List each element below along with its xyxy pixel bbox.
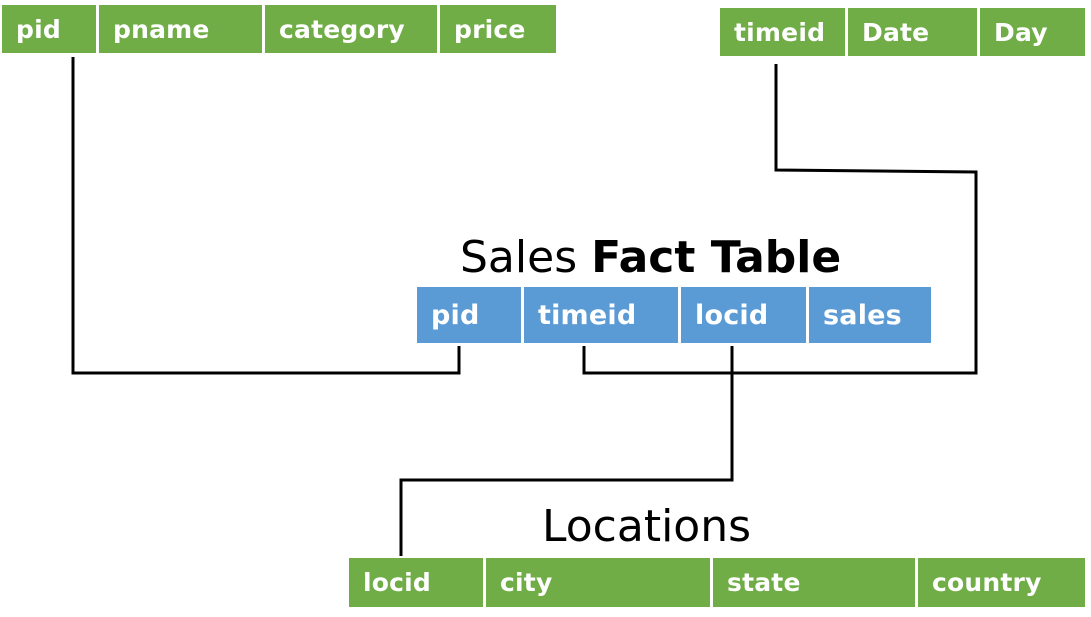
products-column-pname[interactable]: pname [96, 5, 262, 53]
sales-fact-table: pid timeid locid sales [417, 287, 931, 343]
products-table: pid pname category price [2, 5, 556, 53]
sales-column-locid[interactable]: locid [678, 287, 806, 343]
locations-table: locid city state country [349, 558, 1085, 607]
sales-column-sales[interactable]: sales [806, 287, 931, 343]
sales-title-bold: Fact Table [591, 232, 842, 283]
sales-fact-table-title: Sales Fact Table [460, 236, 841, 280]
connector-timeid [582, 64, 978, 375]
connector-locid [399, 346, 734, 556]
locations-column-locid[interactable]: locid [349, 558, 483, 607]
products-column-category[interactable]: category [262, 5, 437, 53]
times-column-date[interactable]: Date [845, 8, 977, 56]
products-column-price[interactable]: price [437, 5, 556, 53]
times-column-day[interactable]: Day [977, 8, 1085, 56]
locations-column-city[interactable]: city [483, 558, 710, 607]
sales-column-pid[interactable]: pid [417, 287, 521, 343]
locations-column-state[interactable]: state [710, 558, 915, 607]
times-column-timeid[interactable]: timeid [720, 8, 845, 56]
sales-title-regular: Sales [460, 232, 578, 283]
locations-table-title: Locations [542, 501, 752, 552]
locations-column-country[interactable]: country [915, 558, 1085, 607]
connector-pid [71, 57, 461, 375]
products-column-pid[interactable]: pid [2, 5, 96, 53]
times-table: timeid Date Day [720, 8, 1085, 56]
sales-column-timeid[interactable]: timeid [521, 287, 678, 343]
